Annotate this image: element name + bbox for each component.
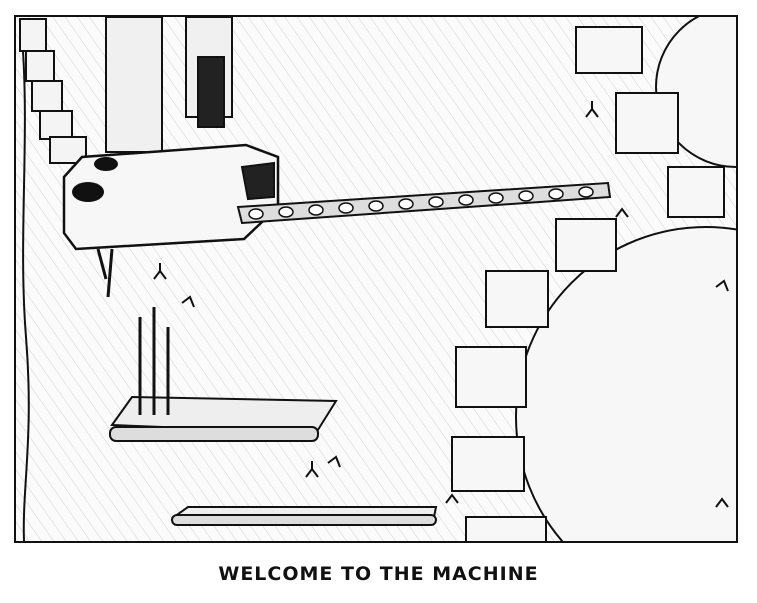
machine-eye-left xyxy=(72,182,104,202)
falling-figures xyxy=(153,101,729,508)
machine-head xyxy=(62,143,280,298)
left-vine xyxy=(21,36,30,541)
segmented-arm xyxy=(19,18,87,164)
machine-eye-right xyxy=(94,157,118,171)
machine-mouth xyxy=(240,161,275,201)
large-gear xyxy=(451,218,736,541)
upper-gear xyxy=(575,17,736,218)
spikes xyxy=(138,307,170,415)
comic-panel xyxy=(14,15,738,543)
machine-drip xyxy=(96,248,114,298)
caption: WELCOME TO THE MACHINE xyxy=(218,563,539,585)
machine-illustration xyxy=(16,17,736,541)
vertical-pipes xyxy=(105,17,233,153)
bottom-conveyor xyxy=(170,506,438,526)
middle-conveyor xyxy=(109,395,338,442)
upper-conveyor xyxy=(236,181,612,225)
